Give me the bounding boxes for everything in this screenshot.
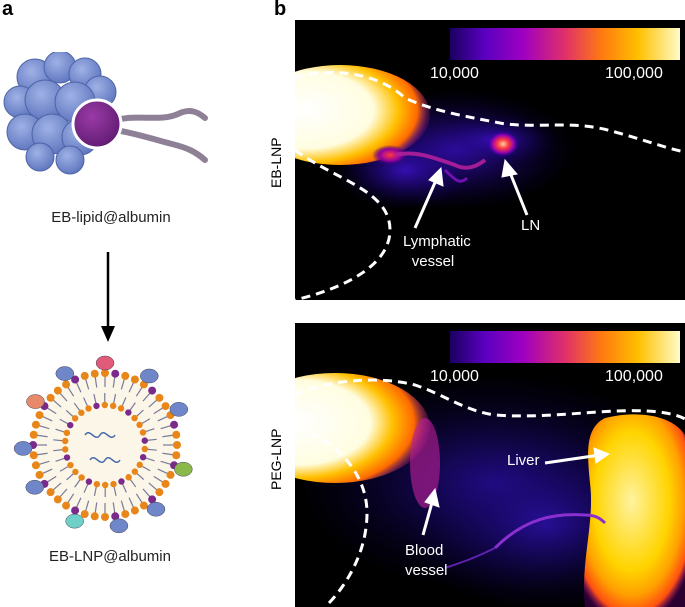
peg-lnp-fluorescence-image: 10,000 100,000 Liver Blood vessel: [295, 323, 685, 607]
liver-annotation: Liver: [507, 452, 540, 469]
bottom-scale-max: 100,000: [605, 368, 663, 385]
lymphatic-text: Lymphatic: [403, 233, 471, 250]
surface-albumin: [109, 518, 129, 534]
lnp-core: [35, 375, 175, 515]
arrow-icons: [413, 158, 529, 229]
surface-albumin: [65, 513, 84, 529]
lipid-head: [71, 98, 123, 150]
surface-albumin: [146, 501, 166, 517]
surface-albumin: [25, 480, 44, 495]
lymph-node-spot: [487, 131, 519, 157]
surface-albumin: [169, 402, 189, 417]
colorbar-bottom: [450, 331, 680, 363]
surface-albumin: [95, 355, 115, 371]
ln-annotation: LN: [521, 217, 541, 234]
blood-vessel-annotation: Blood vessel: [405, 541, 448, 581]
surface-albumin: [55, 366, 75, 381]
albumin-protein-shape: [3, 52, 117, 175]
nucleic-acid-strand: [84, 432, 116, 438]
lymphatic-vessel-annotation: Lymphatic vessel: [403, 232, 471, 272]
panel-b-letter: b: [274, 0, 287, 20]
blood-text: Blood: [405, 542, 444, 559]
eb-lnp-side-label: EB-LNP: [268, 137, 284, 188]
peg-lnp-side-label: PEG-LNP: [268, 428, 284, 490]
panel-a-letter: a: [2, 0, 14, 20]
top-scale-min: 10,000: [430, 65, 479, 82]
eb-lnp-fluorescence-image: 10,000 100,000 Lymphatic vessel LN: [295, 20, 685, 300]
eb-lipid-albumin-illustration: [0, 52, 215, 182]
lymphatic-vessel-text: vessel: [411, 253, 455, 270]
nucleic-acid-strand: [89, 457, 121, 463]
eb-lipid-albumin-label: EB-lipid@albumin: [51, 209, 171, 226]
arrow-down-icon: [101, 252, 115, 342]
colorbar-top: [450, 28, 680, 60]
surface-albumin: [140, 368, 159, 384]
eb-lnp-albumin-illustration: [10, 350, 200, 540]
lipid-tails: [112, 108, 208, 163]
bottom-scale-min: 10,000: [430, 368, 479, 385]
surface-albumin: [13, 441, 33, 456]
surface-albumin: [174, 461, 193, 477]
blood-vessel-text: vessel: [405, 562, 448, 579]
arrow-icons: [421, 447, 611, 536]
top-scale-max: 100,000: [605, 65, 663, 82]
liver-region: [583, 414, 685, 607]
surface-albumin: [26, 394, 45, 409]
eb-lnp-albumin-label: EB-LNP@albumin: [49, 548, 171, 565]
